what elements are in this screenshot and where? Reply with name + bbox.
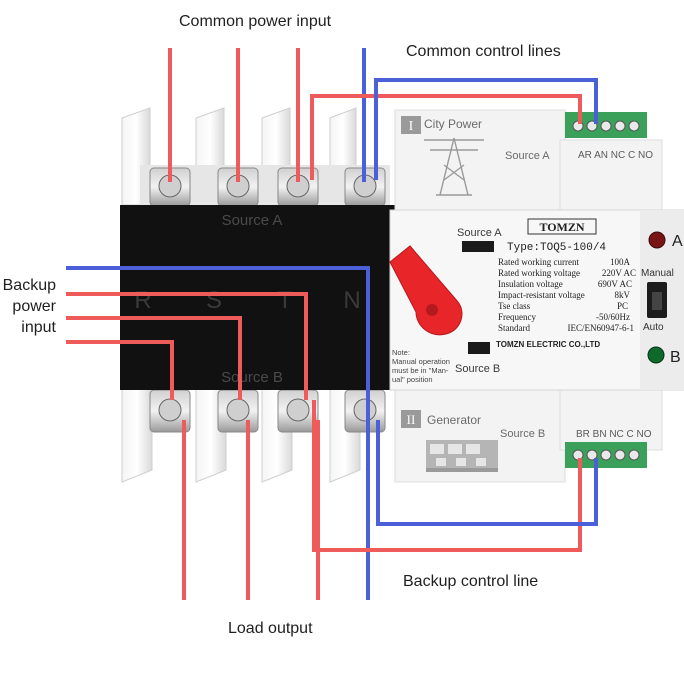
generator-icon — [426, 440, 498, 472]
rotary-handle[interactable] — [389, 245, 463, 336]
manual-note: Note: Manual operation must be in "Man- … — [392, 348, 450, 384]
label-load-output: Load output — [228, 620, 313, 637]
brand-logo: TOMZN — [539, 220, 584, 234]
auto-label: Auto — [643, 322, 664, 333]
power-pylon-icon — [424, 137, 484, 196]
module-a-source: Source A — [505, 150, 550, 162]
spec-name: Tse class — [498, 301, 531, 311]
module-a-numeral: I — [409, 119, 414, 134]
svg-text:Note:: Note: — [392, 348, 410, 357]
spec-name: Impact-resistant voltage — [498, 290, 585, 300]
backup-power-wire-s — [66, 316, 242, 400]
module-b-source: Source B — [500, 428, 545, 440]
module-b-terminals: BR BN NC C NO — [576, 429, 652, 440]
svg-text:must be in "Man-: must be in "Man- — [392, 366, 449, 375]
phase-letter-s: S — [206, 287, 222, 314]
common-control-wire-blue — [374, 78, 598, 180]
terminal-block-b — [565, 442, 647, 468]
panel-source-a: Source A — [457, 227, 502, 239]
model-type: Type:TOQ5-100/4 — [507, 242, 606, 254]
spec-name: Standard — [498, 323, 530, 333]
terminal-block-a — [565, 112, 647, 138]
backup-power-wire-t — [66, 292, 308, 400]
switch-body — [120, 205, 395, 390]
svg-text:Manual operation: Manual operation — [392, 357, 450, 366]
body-source-a: Source A — [222, 212, 283, 229]
spec-value: 100A — [610, 257, 631, 267]
indicator-a-led — [648, 231, 666, 249]
spec-value: 690V AC — [598, 279, 632, 289]
front-panel: Source A Source B TOMZN Type:TOQ5-100/4 … — [389, 209, 684, 391]
label-power-word: power — [12, 298, 56, 315]
company-name: TOMZN ELECTRIC CO.,LTD — [496, 340, 600, 349]
spec-name: Rated working current — [498, 257, 579, 267]
spec-name: Insulation voltage — [498, 279, 563, 289]
source-b-window — [468, 342, 490, 354]
spec-value: 8kV — [615, 290, 631, 300]
source-a-window — [462, 241, 494, 252]
phase-letter-n: N — [343, 287, 360, 314]
spec-value: PC — [617, 301, 628, 311]
phase-letter-t: T — [278, 287, 293, 314]
spec-name: Frequency — [498, 312, 536, 322]
bottom-terminals — [149, 389, 386, 433]
mode-selector-slot — [652, 292, 662, 310]
backup-control-wire-red — [312, 400, 582, 552]
common-power-wires — [168, 48, 366, 182]
panel-source-b: Source B — [455, 363, 500, 375]
module-b-numeral: II — [407, 412, 416, 427]
label-common-control-lines: Common control lines — [406, 43, 561, 60]
spec-name: Rated working voltage — [498, 268, 580, 278]
generator-text: Generator — [427, 413, 481, 427]
control-module-b: II Generator Source B BR BN NC C NO — [394, 389, 663, 483]
backup-control-wires — [312, 400, 598, 552]
indicator-a-label: A — [672, 233, 683, 250]
spec-value: 220V AC — [602, 268, 636, 278]
control-module-a: I City Power Source A AR AN NC C NO — [394, 109, 663, 211]
label-backup-power-input: Backup power input — [0, 275, 56, 338]
spec-value: -50/60Hz — [596, 312, 630, 322]
backup-power-wire-n — [66, 266, 370, 420]
backup-power-wire-r — [66, 340, 174, 400]
common-control-wires — [310, 78, 598, 180]
common-control-wire-red — [310, 94, 582, 180]
spec-table: Rated working current 100A Rated working… — [498, 257, 636, 333]
spec-value: IEC/EN60947-6-1 — [568, 323, 635, 333]
phase-letter-r: R — [134, 287, 151, 314]
label-common-power-input: Common power input — [179, 13, 332, 30]
backup-power-wires — [66, 266, 370, 420]
module-a-terminals: AR AN NC C NO — [578, 150, 653, 161]
load-output-wires — [182, 420, 370, 600]
manual-label: Manual — [641, 268, 674, 279]
label-backup-control-line: Backup control line — [403, 573, 539, 590]
label-input-word: input — [21, 319, 56, 336]
indicator-b-label: B — [670, 349, 681, 366]
svg-text:ual" position: ual" position — [392, 375, 433, 384]
city-power-text: City Power — [424, 117, 482, 131]
backup-control-wire-blue — [376, 420, 598, 526]
label-backup-word: Backup — [2, 277, 56, 294]
body-source-b: Source B — [221, 369, 283, 386]
indicator-b-led — [647, 346, 665, 364]
